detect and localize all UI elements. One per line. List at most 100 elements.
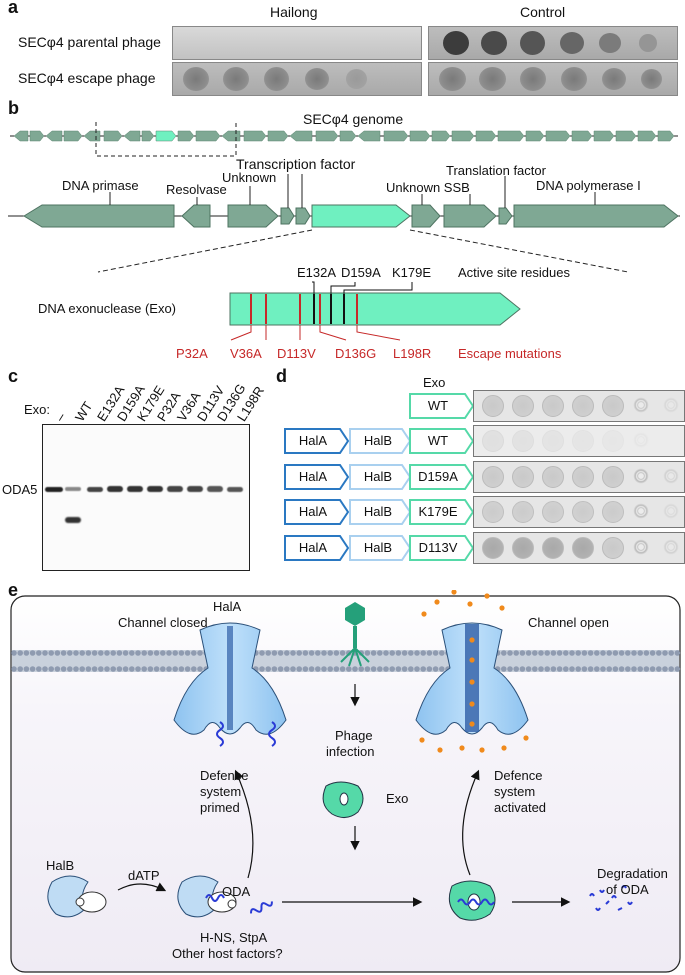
- host-factors-1: H-NS, StpA: [200, 930, 268, 945]
- plaque-spot: [602, 430, 624, 452]
- plaque-spot: [223, 67, 249, 91]
- gene-small-1: [280, 207, 295, 225]
- genome-genes: [13, 130, 675, 142]
- plaque-spot: [443, 31, 469, 55]
- exo-oda-complex: [448, 880, 496, 921]
- plaque-spot: [662, 502, 680, 520]
- lane-label: –: [52, 409, 69, 424]
- gel-band: [87, 487, 103, 492]
- spot-plate: [473, 496, 685, 528]
- row-escape-label: SECφ4 escape phage: [18, 70, 156, 86]
- gene-label-translation-factor: Translation factor: [446, 163, 546, 178]
- gene-ssb: [443, 204, 497, 228]
- gene-translation: [498, 207, 513, 225]
- exo-variant-label: K179E: [418, 504, 458, 519]
- channel-closed-label: Channel closed: [118, 615, 208, 630]
- gel-band: [207, 486, 223, 492]
- plaque-spot: [602, 68, 626, 90]
- gene-unknown: [227, 204, 279, 228]
- plaque-spot: [572, 395, 594, 417]
- halb-label: HalB: [363, 469, 393, 484]
- plaque-spot: [542, 430, 564, 452]
- halb-label: HalB: [363, 433, 393, 448]
- exo-variant-label: WT: [427, 398, 449, 413]
- active-site-e132a: E132A: [297, 265, 337, 280]
- panel-e-label: e: [8, 580, 19, 600]
- plate-control-escape: [428, 62, 678, 96]
- plaque-spot: [572, 466, 594, 488]
- active-site-label: Active site residues: [458, 265, 570, 280]
- hala-halb-construct: [284, 535, 412, 561]
- defence-primed-1: Defence: [200, 768, 249, 783]
- escape-p32a: P32A: [176, 346, 208, 361]
- col-hailong: Hailong: [270, 4, 318, 20]
- oda-fragments: [589, 885, 633, 911]
- plaque-spot: [632, 538, 650, 556]
- exo-variant-label: WT: [427, 433, 449, 448]
- phage: [340, 602, 370, 667]
- spot-plate: [473, 425, 685, 457]
- plate-hailong-parental: [172, 26, 422, 60]
- plate-control-parental: [428, 26, 678, 60]
- plate-hailong-escape: [172, 62, 422, 96]
- gene-label-dna-pol: DNA polymerase I: [536, 178, 641, 193]
- exo-construct: [409, 535, 475, 561]
- gene-label-dna-primase: DNA primase: [62, 178, 139, 193]
- exo-variant-label: D113V: [418, 540, 458, 555]
- gel-band: [187, 486, 203, 492]
- plaque-spot: [482, 537, 504, 559]
- plaque-spot: [632, 431, 650, 449]
- exo-construct: [409, 464, 475, 490]
- escape-d113v: D113V: [277, 346, 316, 361]
- defence-activated-1: Defence: [494, 768, 543, 783]
- membrane: [11, 650, 681, 672]
- zoom-box: [95, 122, 237, 157]
- plaque-spot: [542, 537, 564, 559]
- plaque-spot: [542, 501, 564, 523]
- active-site-marks: [313, 294, 345, 324]
- halb-label: HalB: [363, 504, 393, 519]
- row-parental-label: SECφ4 parental phage: [18, 34, 161, 50]
- gel-band: [227, 487, 243, 492]
- plaque-spot: [512, 430, 534, 452]
- plaque-spot: [183, 67, 209, 91]
- spot-plate: [473, 532, 685, 564]
- oda5-label: ODA5: [2, 482, 38, 497]
- halb-oda: [177, 875, 273, 918]
- col-control: Control: [520, 4, 566, 20]
- genome-title: SECφ4 genome: [303, 111, 404, 127]
- zoom-genes: [23, 204, 679, 228]
- hala-label: HalA: [298, 433, 328, 448]
- gene-label-resolvase: Resolvase: [166, 182, 227, 197]
- plaque-spot: [639, 34, 657, 52]
- hala-label: HalA: [298, 469, 328, 484]
- defence-activated-3: activated: [494, 800, 547, 815]
- hala-label: HalA: [298, 540, 328, 555]
- gene-small-2: [295, 207, 311, 225]
- plaque-spot: [602, 466, 624, 488]
- datp-label: dATP: [128, 868, 160, 883]
- phage-infection-1: Phage: [335, 728, 373, 743]
- exo-prefix: Exo:: [24, 402, 51, 417]
- gel-band: [167, 486, 183, 492]
- plaque-spot: [305, 68, 329, 90]
- channel-open: [415, 590, 529, 753]
- panel-b-label: b: [8, 98, 19, 118]
- plaque-spot: [439, 67, 466, 91]
- gel-band: [127, 486, 143, 492]
- exo-domain: [229, 292, 521, 326]
- plaque-spot: [346, 69, 367, 89]
- channel-open-label: Channel open: [528, 615, 609, 630]
- plaque-spot: [662, 467, 680, 485]
- gene-dna-primase: [23, 204, 175, 228]
- gene-label-transcription-factor: Transcription factor: [236, 156, 356, 172]
- exo-header: Exo: [423, 375, 446, 390]
- plaque-spot: [512, 395, 534, 417]
- plaque-spot: [599, 33, 621, 53]
- halb-label: HalB: [46, 858, 75, 873]
- gene-label-unknown-ssb: Unknown SSB: [386, 180, 470, 195]
- defence-activated-2: system: [494, 784, 536, 799]
- lane-label: WT: [72, 398, 96, 424]
- plaque-spot: [572, 501, 594, 523]
- hala-halb-construct: [284, 428, 412, 454]
